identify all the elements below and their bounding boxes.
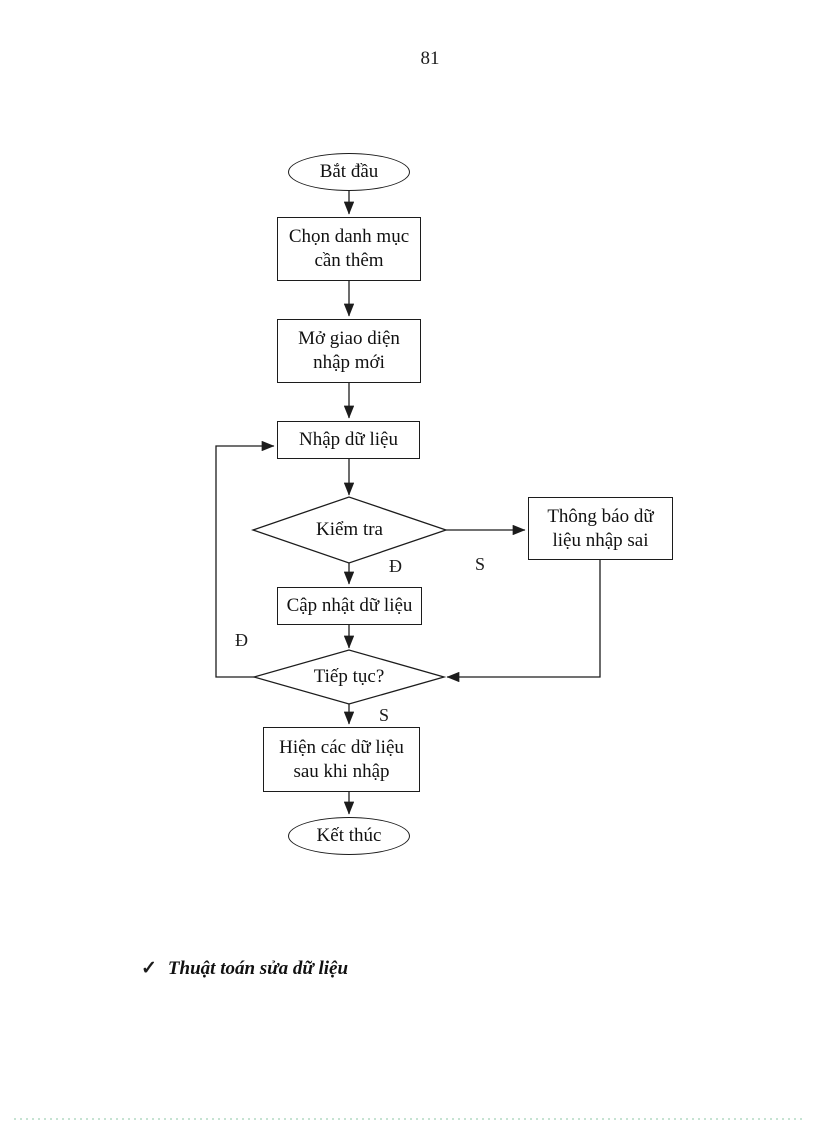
flowchart-node-update-data-label: Cập nhật dữ liệu [286, 595, 413, 617]
flowchart-node-enter-data: Nhập dữ liệu [277, 421, 420, 459]
flowchart-node-open-interface-label: Mở giao diện nhập mới [298, 328, 400, 373]
footer-note: ✓ Thuật toán sửa dữ liệu [141, 957, 348, 980]
flowchart-node-update-data: Cập nhật dữ liệu [277, 587, 422, 625]
flowchart-decision-check-label: Kiểm tra [315, 519, 383, 540]
flowchart-node-start-label: Bắt đầu [319, 161, 379, 183]
branch-label-check-no: S [475, 554, 486, 574]
flowchart-node-end: Kết thúc [288, 817, 410, 855]
flowchart-node-open-interface: Mở giao diện nhập mới [277, 319, 421, 383]
flowchart-node-start: Bắt đầu [288, 153, 410, 191]
flowchart-node-enter-data-label: Nhập dữ liệu [299, 429, 398, 451]
footer-note-text: Thuật toán sửa dữ liệu [167, 958, 349, 979]
branch-label-check-yes: Đ [389, 556, 402, 576]
branch-label-continue-no: S [379, 705, 390, 725]
flowchart-node-error-message-label: Thông báo dữ liệu nhập sai [547, 505, 654, 551]
flowchart-node-end-label: Kết thúc [316, 825, 382, 847]
flowchart-node-choose-category: Chọn danh mục cần thêm [277, 217, 421, 281]
flowchart-decision-continue-label: Tiếp tục? [313, 666, 385, 687]
bottom-dotted-line [14, 1118, 802, 1120]
flowchart-decision-check: Kiểm tra [253, 497, 446, 563]
flowchart-node-show-data-label: Hiện các dữ liệu sau khi nhập [279, 736, 404, 782]
flowchart-decision-continue: Tiếp tục? [254, 650, 444, 704]
connector-error-to-continue [446, 560, 601, 683]
flowchart-node-error-message: Thông báo dữ liệu nhập sai [528, 497, 673, 560]
page-number: 81 [420, 48, 440, 69]
flowchart-node-show-data: Hiện các dữ liệu sau khi nhập [263, 727, 420, 792]
flowchart-node-choose-category-label: Chọn danh mục cần thêm [288, 226, 410, 271]
checkmark-icon: ✓ [141, 958, 157, 979]
branch-label-continue-yes: Đ [235, 630, 248, 650]
